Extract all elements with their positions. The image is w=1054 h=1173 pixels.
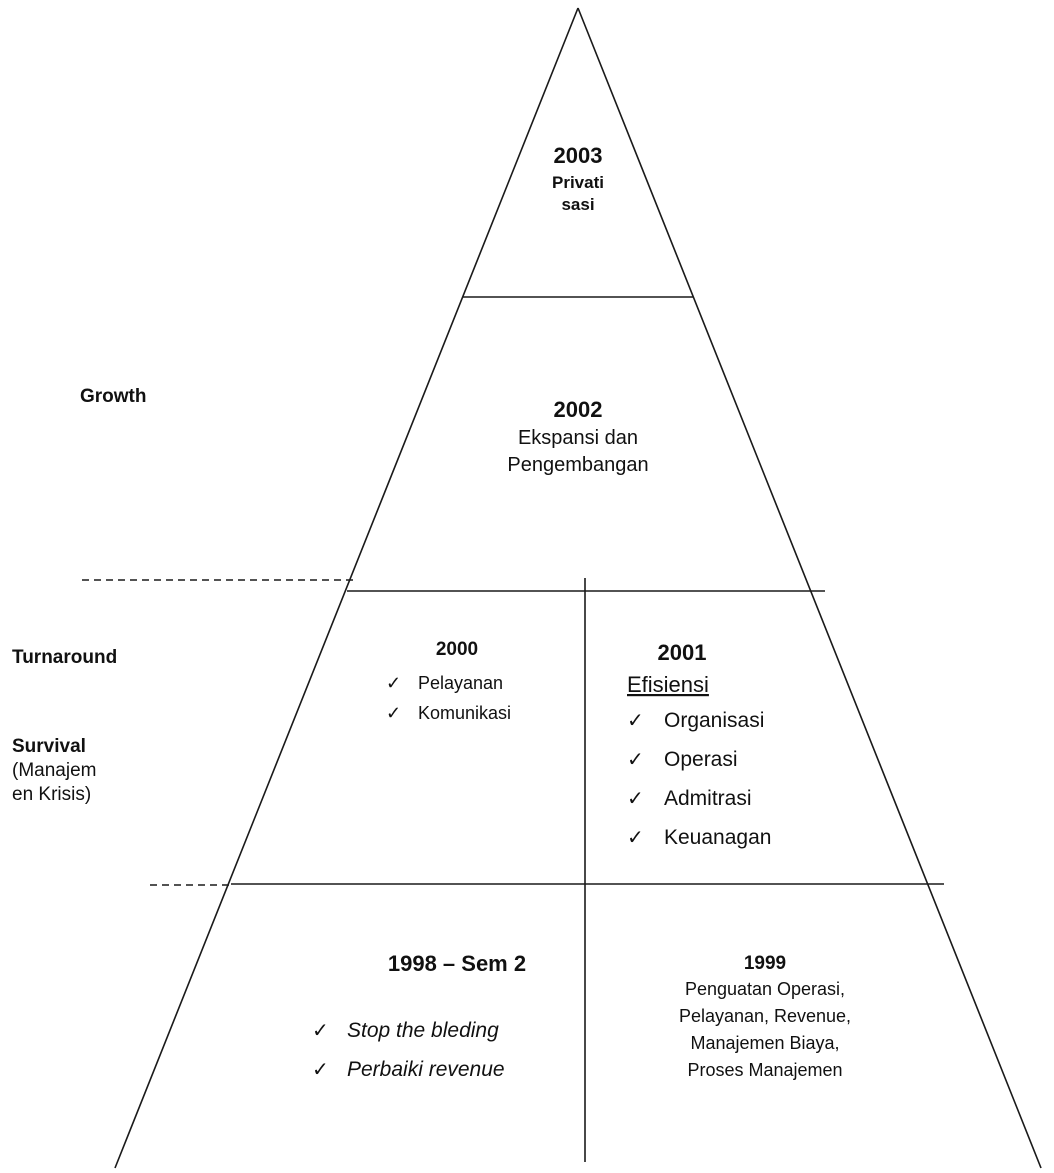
tier-1999-line: Penguatan Operasi, [685, 979, 845, 999]
check-icon: ✓ [312, 1059, 329, 1081]
tier-2003: 2003 Privati sasi [552, 143, 604, 214]
pyramid-left-edge [114, 7, 579, 1169]
check-icon: ✓ [627, 749, 644, 771]
label-growth: Growth [80, 386, 147, 407]
tier-1999: 1999 Penguatan Operasi, Pelayanan, Reven… [679, 953, 851, 1080]
tier-2002: 2002 Ekspansi dan Pengembangan [507, 397, 648, 476]
tier-2001-year: 2001 [658, 640, 707, 665]
dashed-separators [82, 579, 357, 886]
tier-2001: 2001 Efisiensi ✓ Organisasi ✓ Operasi ✓ … [627, 640, 771, 849]
tier-2002-year: 2002 [554, 397, 603, 422]
tier-1998-item: Stop the bleding [347, 1019, 499, 1042]
check-icon: ✓ [627, 827, 644, 849]
tier-2000: 2000 ✓ Pelayanan ✓ Komunikasi [386, 639, 511, 723]
tier-1998: 1998 – Sem 2 ✓ Stop the bleding ✓ Perbai… [312, 951, 526, 1081]
tier-2003-year: 2003 [554, 143, 603, 168]
tier-2002-line-1: Ekspansi dan [518, 427, 638, 449]
check-icon: ✓ [386, 703, 401, 723]
label-survival-sub-1: (Manajem [12, 760, 96, 781]
tier-2003-line-2: sasi [561, 195, 594, 214]
tier-1998-year: 1998 – Sem 2 [388, 951, 526, 976]
check-icon: ✓ [312, 1020, 329, 1042]
label-survival: Survival [12, 736, 86, 757]
tier-1999-line: Proses Manajemen [687, 1060, 842, 1080]
tier-2001-heading: Efisiensi [627, 672, 709, 697]
tier-1998-item: Perbaiki revenue [347, 1058, 505, 1081]
tier-2001-item: Organisasi [664, 709, 764, 732]
tier-1999-line: Manajemen Biaya, [690, 1033, 839, 1053]
pyramid-right-edge [577, 7, 1042, 1169]
tier-1999-year: 1999 [744, 953, 786, 974]
check-icon: ✓ [386, 673, 401, 693]
tier-2000-item: Pelayanan [418, 673, 503, 693]
label-survival-sub-2: en Krisis) [12, 784, 91, 805]
tier-2001-item: Admitrasi [664, 787, 752, 810]
tier-2000-year: 2000 [436, 639, 478, 660]
tier-1999-line: Pelayanan, Revenue, [679, 1006, 851, 1026]
tier-2002-line-2: Pengembangan [507, 454, 648, 476]
tier-2001-item: Keuanagan [664, 826, 771, 849]
tier-2001-item: Operasi [664, 748, 738, 771]
check-icon: ✓ [627, 788, 644, 810]
tier-2000-item: Komunikasi [418, 703, 511, 723]
pyramid-outline [114, 7, 1042, 1169]
tier-2003-line-1: Privati [552, 173, 604, 192]
label-turnaround: Turnaround [12, 647, 117, 668]
check-icon: ✓ [627, 710, 644, 732]
